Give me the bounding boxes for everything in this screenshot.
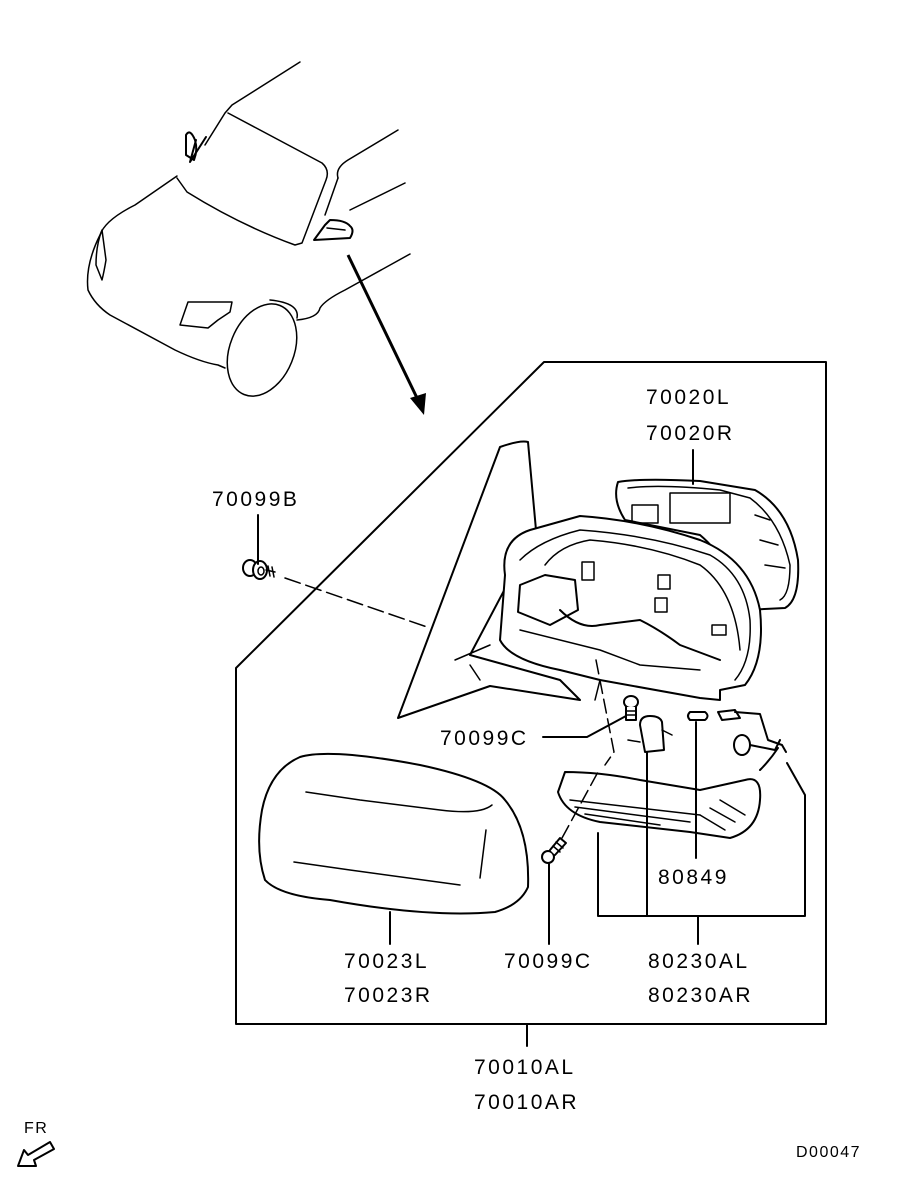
side-turn-lamp-drawing xyxy=(557,709,787,839)
mounting-nut-drawing xyxy=(242,559,276,580)
mounting-nut-centerline xyxy=(284,577,431,629)
label-bulb: 80849 xyxy=(658,866,729,889)
front-direction-arrow-icon xyxy=(17,1141,55,1167)
screw-upper-drawing xyxy=(623,695,639,721)
side-turn-lamp-bracket-line xyxy=(597,762,806,917)
orientation-label: FR xyxy=(24,1120,48,1137)
screw-lower-drawing xyxy=(541,837,567,864)
pointer-arrowhead-icon xyxy=(410,393,426,415)
label-side-turn-lamp-left: 80230AL xyxy=(648,950,750,973)
front-orientation-indicator: FR xyxy=(17,1120,55,1167)
vehicle-illustration xyxy=(86,61,426,415)
screw-lower-centerline xyxy=(561,771,599,839)
label-screw-upper: 70099C xyxy=(440,727,529,750)
label-mirror-cover-right: 70023R xyxy=(344,984,433,1007)
label-mirror-glass-left: 70020L xyxy=(646,386,731,409)
mirror-cover-drawing xyxy=(258,752,530,915)
label-assembly-right: 70010AR xyxy=(474,1091,579,1114)
drawing-id: D00047 xyxy=(796,1144,861,1161)
assembly-border xyxy=(235,361,827,1025)
label-mounting-nut: 70099B xyxy=(212,488,299,511)
mirror-housing-drawing xyxy=(397,440,762,719)
mirror-glass-drawing xyxy=(615,478,800,611)
label-mirror-cover-left: 70023L xyxy=(344,950,429,973)
label-screw-lower: 70099C xyxy=(504,950,593,973)
screw-upper-centerline xyxy=(595,659,615,766)
label-side-turn-lamp-right: 80230AR xyxy=(648,984,753,1007)
label-assembly-left: 70010AL xyxy=(474,1056,576,1079)
label-mirror-glass-right: 70020R xyxy=(646,422,735,445)
screw-upper-leader-line xyxy=(542,715,627,738)
